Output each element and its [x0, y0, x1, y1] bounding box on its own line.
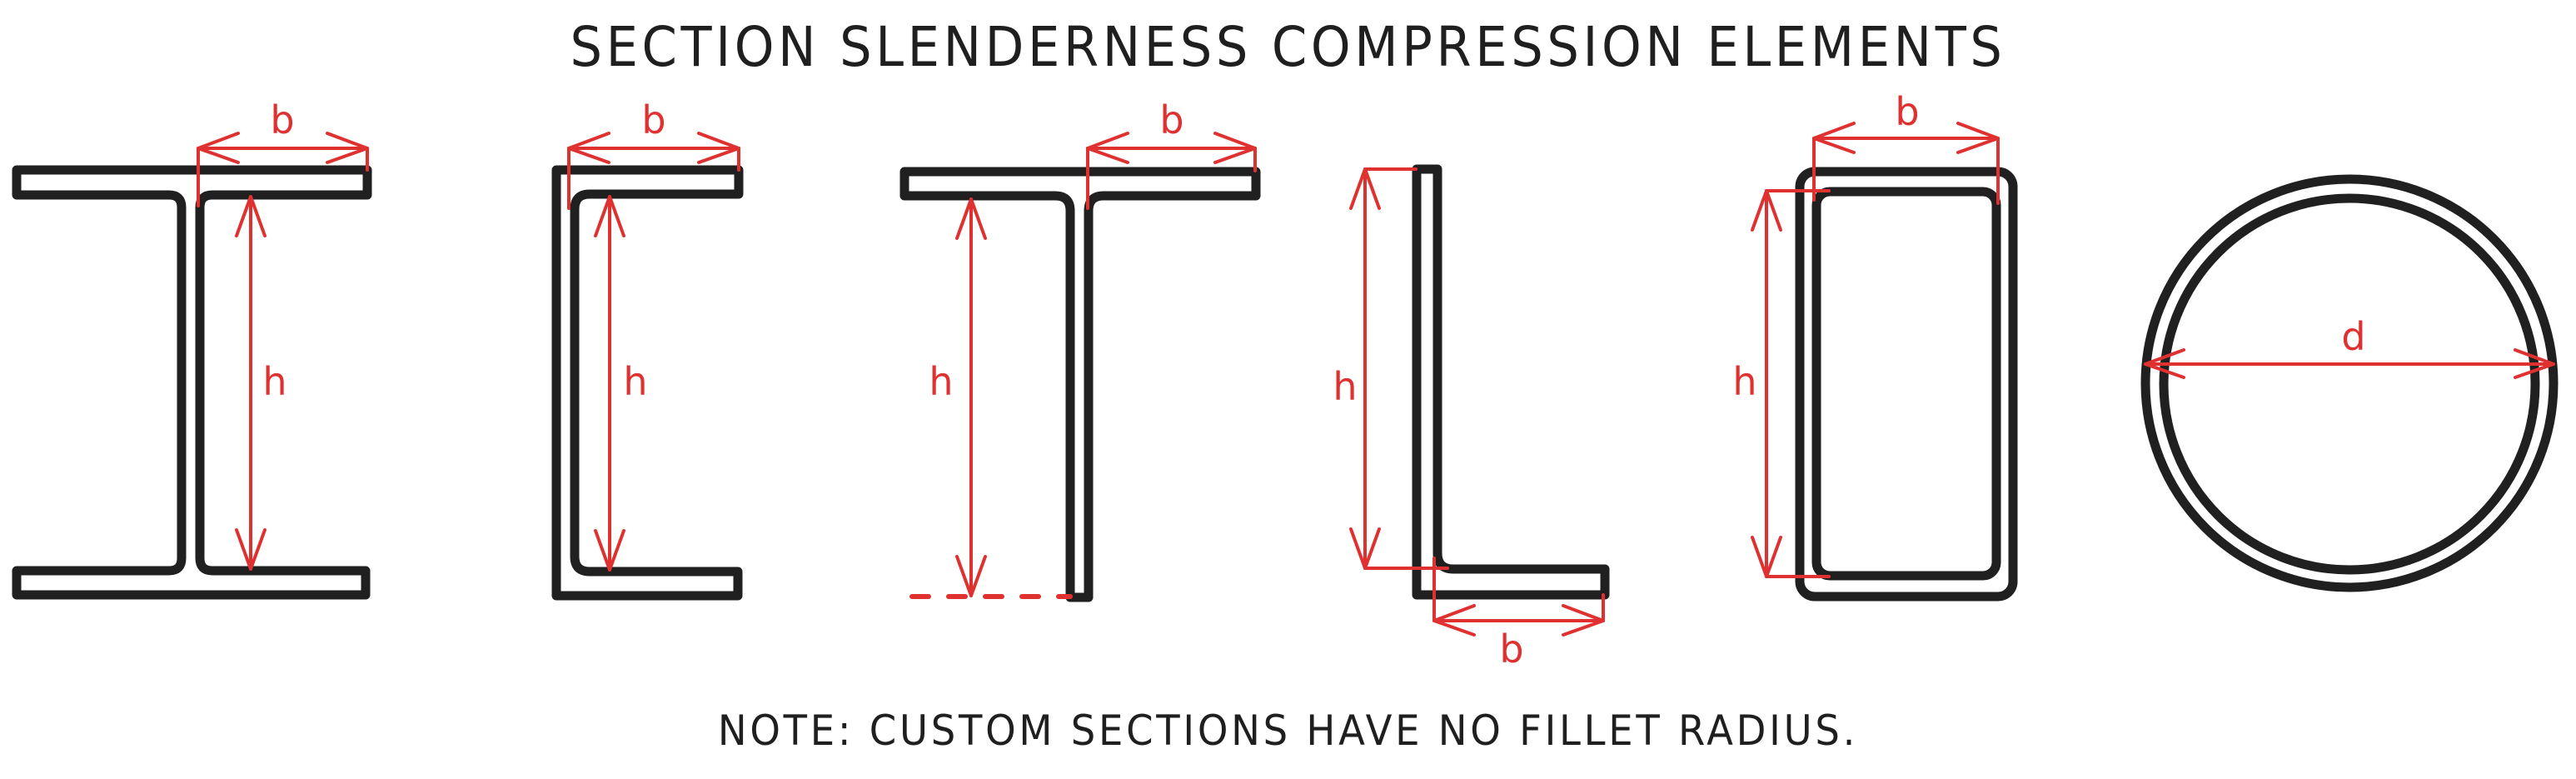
chs-outer-wall — [2140, 174, 2559, 592]
angle-h-label: h — [1333, 364, 1357, 409]
i-section-b-label: b — [270, 97, 294, 142]
tee-outline — [899, 167, 1261, 602]
diagram-title: SECTION SLENDERNESS COMPRESSION ELEMENTS — [570, 15, 2006, 79]
channel-outline — [551, 165, 744, 601]
chs-section: d — [2140, 174, 2559, 592]
tee-h-label: h — [929, 359, 953, 404]
angle-b-label: b — [1499, 627, 1523, 672]
angle-outline — [1412, 164, 1610, 600]
channel-h-dimension: h — [594, 195, 648, 572]
rhs-b-label: b — [1895, 89, 1919, 134]
rhs-h-label: h — [1732, 359, 1756, 404]
footnote: NOTE: CUSTOM SECTIONS HAVE NO FILLET RAD… — [717, 707, 1859, 755]
channel-section: b h — [551, 97, 744, 601]
tee-section: b h — [899, 97, 1261, 602]
chs-inner-wall — [2159, 193, 2540, 575]
tee-h-dimension: h — [909, 197, 1073, 599]
angle-section: h b — [1333, 164, 1610, 672]
chs-d-dimension: d — [2144, 314, 2555, 379]
rhs-outer-wall — [1795, 167, 2018, 602]
tee-b-label: b — [1159, 97, 1183, 142]
i-section-h-dimension: h — [235, 195, 287, 571]
rhs-b-dimension: b — [1812, 89, 2000, 205]
tee-b-dimension: b — [1086, 97, 1257, 210]
rhs-h-dimension: h — [1732, 189, 1831, 578]
channel-b-label: b — [641, 97, 665, 142]
i-section: b h — [12, 97, 372, 600]
angle-b-dimension: b — [1432, 557, 1605, 672]
i-section-outline — [12, 165, 372, 600]
channel-h-label: h — [623, 359, 647, 404]
rhs-inner-wall — [1811, 187, 2001, 581]
i-section-h-label: h — [262, 359, 286, 404]
channel-b-dimension: b — [567, 97, 740, 210]
rhs-section: b h — [1732, 89, 2018, 602]
angle-h-dimension: h — [1333, 167, 1449, 570]
chs-d-label: d — [2341, 314, 2365, 359]
i-section-b-dimension: b — [197, 97, 369, 207]
